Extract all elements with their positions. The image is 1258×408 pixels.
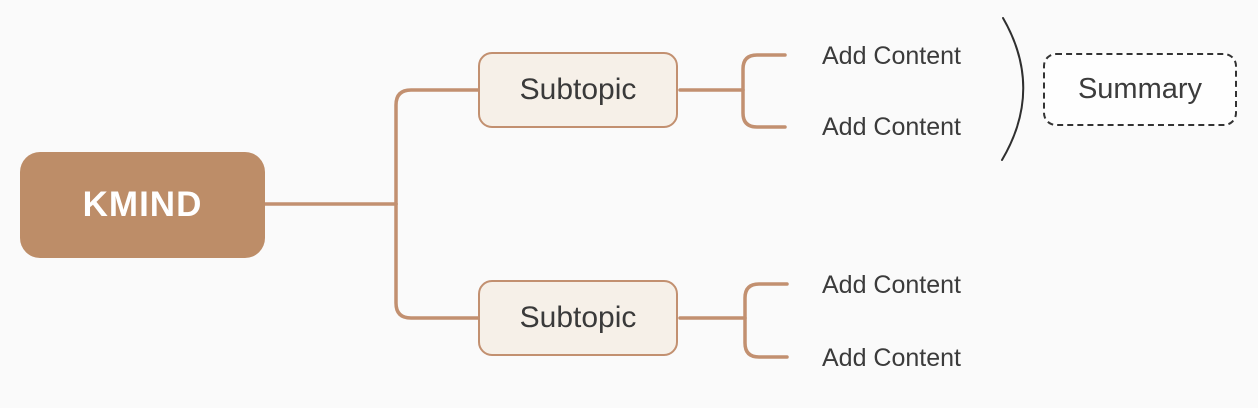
add-content-placeholder-top-1[interactable]: Add Content (822, 41, 961, 70)
bracket-bottom (743, 282, 789, 359)
add-content-placeholder-bottom-2[interactable]: Add Content (822, 343, 961, 372)
subtopic-node-top[interactable]: Subtopic (478, 52, 678, 128)
summary-node[interactable]: Summary (1043, 53, 1237, 126)
summary-arc (1001, 17, 1025, 161)
edge-junction-to-subtopic-bottom (394, 202, 480, 320)
add-content-placeholder-top-2[interactable]: Add Content (822, 112, 961, 141)
root-node-kmind[interactable]: KMIND (20, 152, 265, 258)
add-content-placeholder-bottom-1[interactable]: Add Content (822, 270, 961, 299)
bracket-top (741, 53, 787, 129)
edge-junction-to-subtopic-top (394, 88, 480, 206)
subtopic-node-bottom[interactable]: Subtopic (478, 280, 678, 356)
